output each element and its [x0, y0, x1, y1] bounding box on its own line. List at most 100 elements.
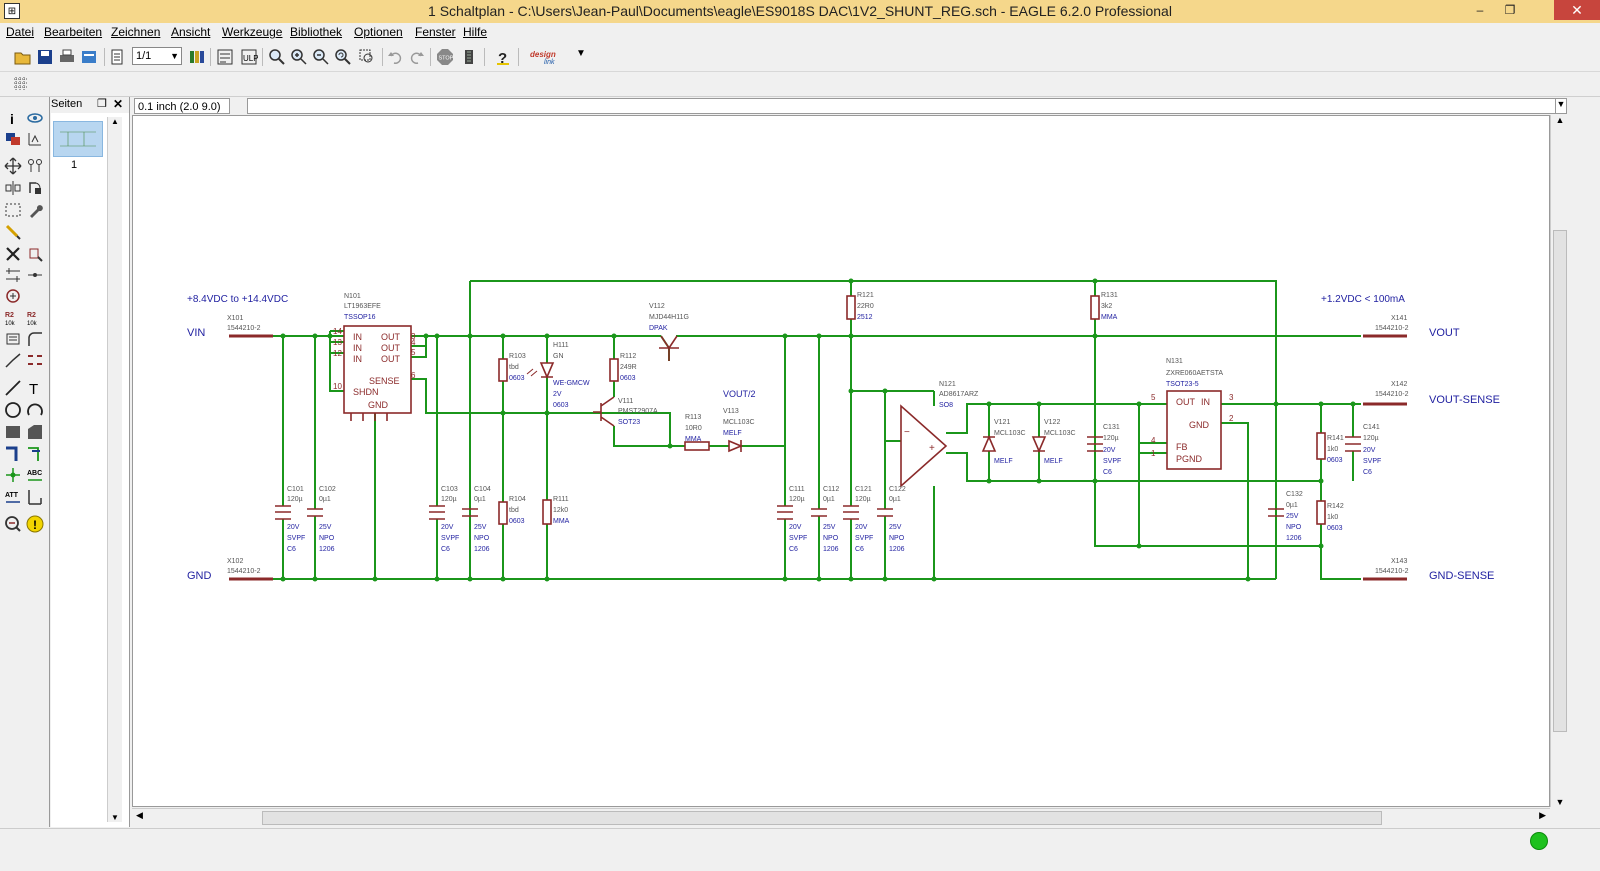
- eagle-app-icon[interactable]: ⊞: [4, 3, 20, 19]
- page-thumbnail[interactable]: [53, 121, 103, 157]
- undock-icon[interactable]: ❐: [97, 98, 107, 110]
- menu-fenster[interactable]: Fenster: [415, 25, 456, 39]
- print-icon[interactable]: [58, 48, 76, 66]
- svg-text:IN: IN: [353, 354, 362, 364]
- svg-text:10k: 10k: [5, 321, 16, 327]
- ulp-icon[interactable]: ULP: [240, 48, 258, 66]
- zoom-in-icon[interactable]: [290, 48, 308, 66]
- command-history-dropdown[interactable]: ▼: [1555, 98, 1567, 114]
- go-icon[interactable]: [460, 48, 478, 66]
- copy-icon[interactable]: [26, 157, 44, 175]
- svg-text:i: i: [10, 111, 14, 127]
- sheet-icon[interactable]: [108, 48, 126, 66]
- svg-text:OUT: OUT: [381, 332, 401, 342]
- split-icon[interactable]: [4, 351, 22, 369]
- sheet-select[interactable]: 1/1▼: [132, 47, 182, 65]
- group-icon[interactable]: [4, 201, 22, 219]
- zoom-redraw-icon[interactable]: [334, 48, 352, 66]
- svg-text:0µ1: 0µ1: [319, 496, 331, 503]
- scroll-up-icon[interactable]: ▲: [111, 117, 119, 126]
- undo-icon[interactable]: [386, 48, 404, 66]
- scroll-up-icon[interactable]: ▲: [1555, 115, 1565, 125]
- dimension-icon[interactable]: [26, 488, 44, 506]
- erc-icon[interactable]: [4, 515, 22, 533]
- library-icon[interactable]: [188, 48, 206, 66]
- svg-text:NPO: NPO: [1286, 524, 1302, 531]
- mirror-icon[interactable]: [4, 179, 22, 197]
- paste-pen-icon[interactable]: [4, 223, 22, 241]
- mark-icon[interactable]: [26, 130, 44, 148]
- redo-icon[interactable]: [408, 48, 426, 66]
- text-icon[interactable]: T: [26, 379, 44, 397]
- zoom-select-icon[interactable]: [358, 48, 376, 66]
- save-icon[interactable]: [36, 48, 54, 66]
- scroll-right-icon[interactable]: ▶: [1539, 810, 1546, 820]
- attribute-icon[interactable]: ATT: [4, 488, 22, 506]
- circle-icon[interactable]: [4, 401, 22, 419]
- label-icon[interactable]: ABC: [26, 466, 44, 484]
- close-button[interactable]: ✕: [1554, 0, 1600, 20]
- replace-icon[interactable]: [4, 287, 22, 305]
- junction-icon[interactable]: [4, 466, 22, 484]
- grid-icon[interactable]: [12, 75, 30, 93]
- display-layers-icon[interactable]: [4, 130, 22, 148]
- svg-text:LT1963EFE: LT1963EFE: [344, 303, 381, 310]
- arc-icon[interactable]: [26, 401, 44, 419]
- change-wrench-icon[interactable]: [26, 201, 44, 219]
- help-icon[interactable]: ?: [494, 48, 512, 66]
- close-panel-icon[interactable]: ✕: [113, 97, 124, 111]
- menu-datei[interactable]: Datei: [6, 25, 35, 39]
- scroll-down-icon[interactable]: ▼: [1555, 797, 1565, 807]
- invoke-icon[interactable]: [26, 351, 44, 369]
- menu-optionen[interactable]: Optionen: [354, 25, 403, 39]
- command-input[interactable]: [247, 98, 1557, 114]
- menu-ansicht[interactable]: Ansicht: [171, 25, 211, 39]
- polygon-icon[interactable]: [26, 423, 44, 441]
- horizontal-scroll-thumb[interactable]: [262, 811, 1382, 825]
- rotate-icon[interactable]: [26, 179, 44, 197]
- cam-processor-icon[interactable]: [80, 48, 98, 66]
- stop-icon[interactable]: STOP: [436, 48, 454, 66]
- miter-icon[interactable]: [26, 330, 44, 348]
- vertical-scroll-thumb[interactable]: [1553, 230, 1567, 732]
- svg-text:NPO: NPO: [889, 535, 905, 542]
- designlink-dropdown-icon[interactable]: ▼: [576, 48, 586, 59]
- schematic-canvas[interactable]: − + IN IN IN OUT OUT OUT SENSE SHDN GN: [132, 115, 1550, 807]
- menu-werkzeuge[interactable]: Werkzeuge: [222, 25, 283, 39]
- wire-line-icon[interactable]: [4, 379, 22, 397]
- svg-text:25V: 25V: [1286, 513, 1299, 520]
- horizontal-scrollbar[interactable]: ◀ ▶: [132, 808, 1550, 827]
- show-eye-icon[interactable]: [26, 109, 44, 127]
- scroll-left-icon[interactable]: ◀: [136, 810, 143, 820]
- info-icon[interactable]: i: [4, 109, 22, 127]
- rect-icon[interactable]: [4, 423, 22, 441]
- board-icon[interactable]: [216, 48, 234, 66]
- schematic-drawing[interactable]: − + IN IN IN OUT OUT OUT SENSE SHDN GN: [133, 116, 1550, 807]
- open-folder-icon[interactable]: [14, 48, 32, 66]
- scroll-down-icon[interactable]: ▼: [111, 813, 119, 822]
- menu-hilfe[interactable]: Hilfe: [463, 25, 488, 39]
- minimize-button[interactable]: –: [1476, 3, 1484, 17]
- pinswap-icon[interactable]: [4, 266, 22, 284]
- page-number[interactable]: 1: [71, 159, 78, 171]
- bus-icon[interactable]: [4, 445, 22, 463]
- move-icon[interactable]: [4, 157, 22, 175]
- maximize-button[interactable]: ❐: [1504, 3, 1516, 17]
- net-icon[interactable]: [26, 445, 44, 463]
- pages-scrollbar[interactable]: ▲ ▼: [107, 117, 122, 822]
- errors-warning-icon[interactable]: !: [26, 515, 44, 533]
- add-part-icon[interactable]: [26, 245, 44, 263]
- menu-bearbeiten[interactable]: Bearbeiten: [44, 25, 103, 39]
- menu-zeichnen[interactable]: Zeichnen: [111, 25, 161, 39]
- delete-icon[interactable]: [4, 245, 22, 263]
- menu-bibliothek[interactable]: Bibliothek: [290, 25, 343, 39]
- vertical-scrollbar[interactable]: ▲ ▼: [1550, 115, 1569, 807]
- svg-text:0603: 0603: [509, 518, 525, 525]
- smash-icon[interactable]: [4, 330, 22, 348]
- gateswap-icon[interactable]: [26, 266, 44, 284]
- zoom-fit-icon[interactable]: [268, 48, 286, 66]
- zoom-out-icon[interactable]: [312, 48, 330, 66]
